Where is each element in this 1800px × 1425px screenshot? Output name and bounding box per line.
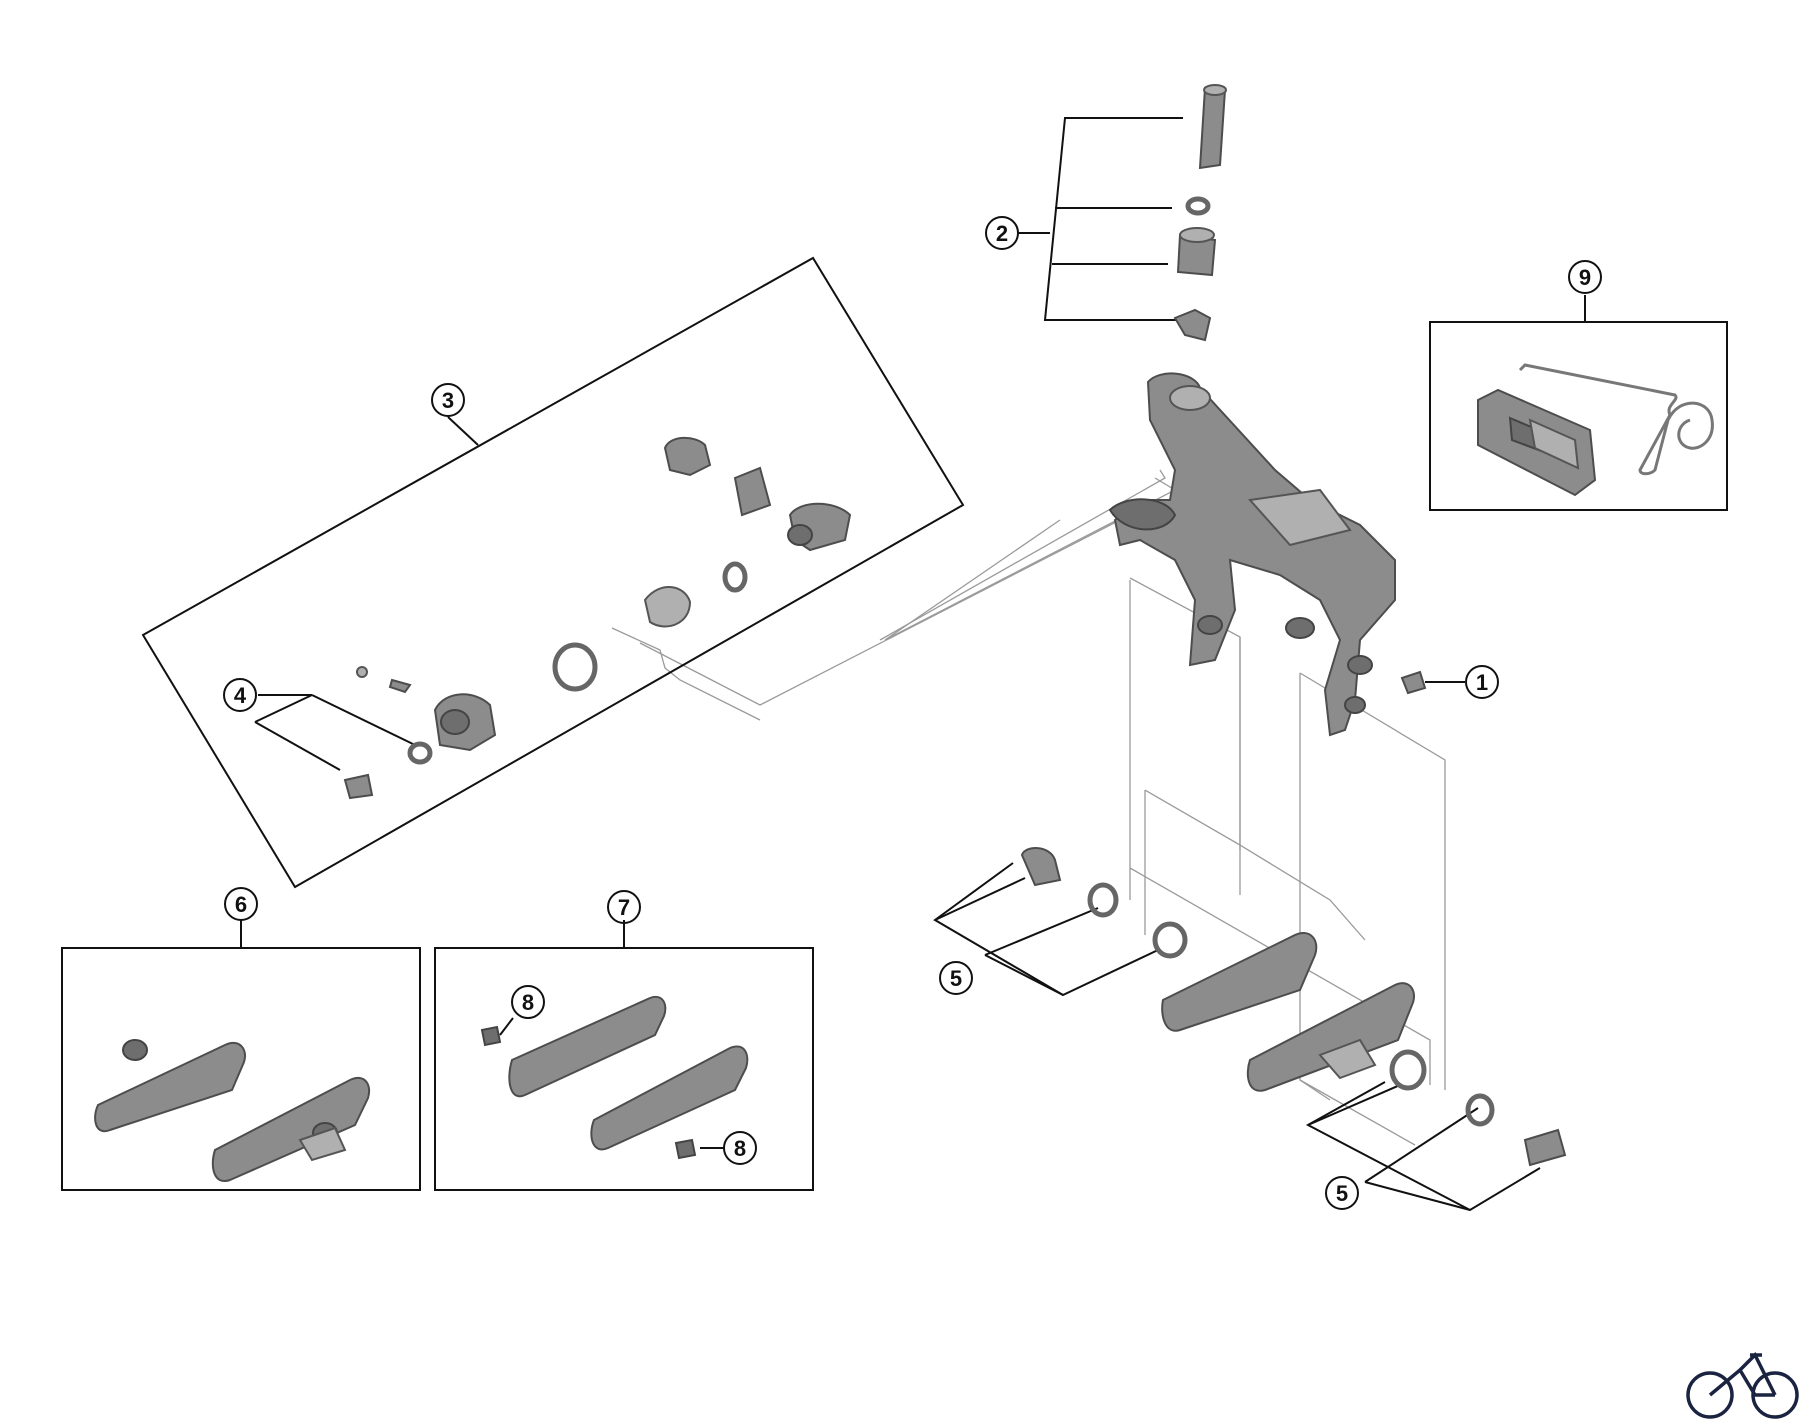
- callout-7: 7: [607, 890, 641, 924]
- part-5-bolts-washers: [1020, 847, 1567, 1167]
- callout-9: 9: [1568, 260, 1602, 294]
- brake-caliper-body: [1108, 372, 1396, 737]
- callout-8-lower: 8: [723, 1131, 757, 1165]
- svg-text:8: 8: [734, 1136, 746, 1161]
- part-2-mounting-hardware: [1173, 84, 1227, 342]
- svg-text:9: 9: [1579, 265, 1591, 290]
- callout-5-upper: 5: [939, 961, 973, 995]
- bicycle-icon: [1686, 1352, 1799, 1419]
- part-3-adjuster-kit: [356, 436, 852, 752]
- kit-box-3: [141, 256, 965, 889]
- alignment-guides: [611, 469, 1446, 1146]
- callout-4: 4: [223, 678, 257, 712]
- part-7-brake-shoe-set: [480, 995, 749, 1160]
- kit-box-7: [434, 947, 814, 1191]
- callout-6: 6: [224, 887, 258, 921]
- callout-2: 2: [985, 216, 1019, 250]
- part-6-brake-shoe-set: [94, 1039, 370, 1183]
- part-9-spring-clip: [1477, 363, 1714, 497]
- callout-5-lower: 5: [1325, 1176, 1359, 1210]
- svg-text:5: 5: [950, 966, 962, 991]
- part-4-bolt-washer: [343, 741, 433, 800]
- svg-text:7: 7: [618, 895, 630, 920]
- svg-text:4: 4: [234, 683, 247, 708]
- callout-3: 3: [431, 383, 465, 417]
- svg-text:1: 1: [1476, 670, 1488, 695]
- svg-text:6: 6: [235, 892, 247, 917]
- callout-1: 1: [1465, 665, 1499, 699]
- brake-shoe-pair-main: [1161, 932, 1415, 1092]
- svg-text:5: 5: [1336, 1181, 1348, 1206]
- kit-box-9: [1429, 321, 1728, 511]
- callout-8-upper: 8: [511, 985, 545, 1019]
- svg-text:3: 3: [442, 388, 454, 413]
- svg-text:2: 2: [996, 221, 1008, 246]
- svg-text:8: 8: [522, 990, 534, 1015]
- part-1-bolt: [1400, 670, 1427, 695]
- leader-lines: [240, 117, 1586, 1212]
